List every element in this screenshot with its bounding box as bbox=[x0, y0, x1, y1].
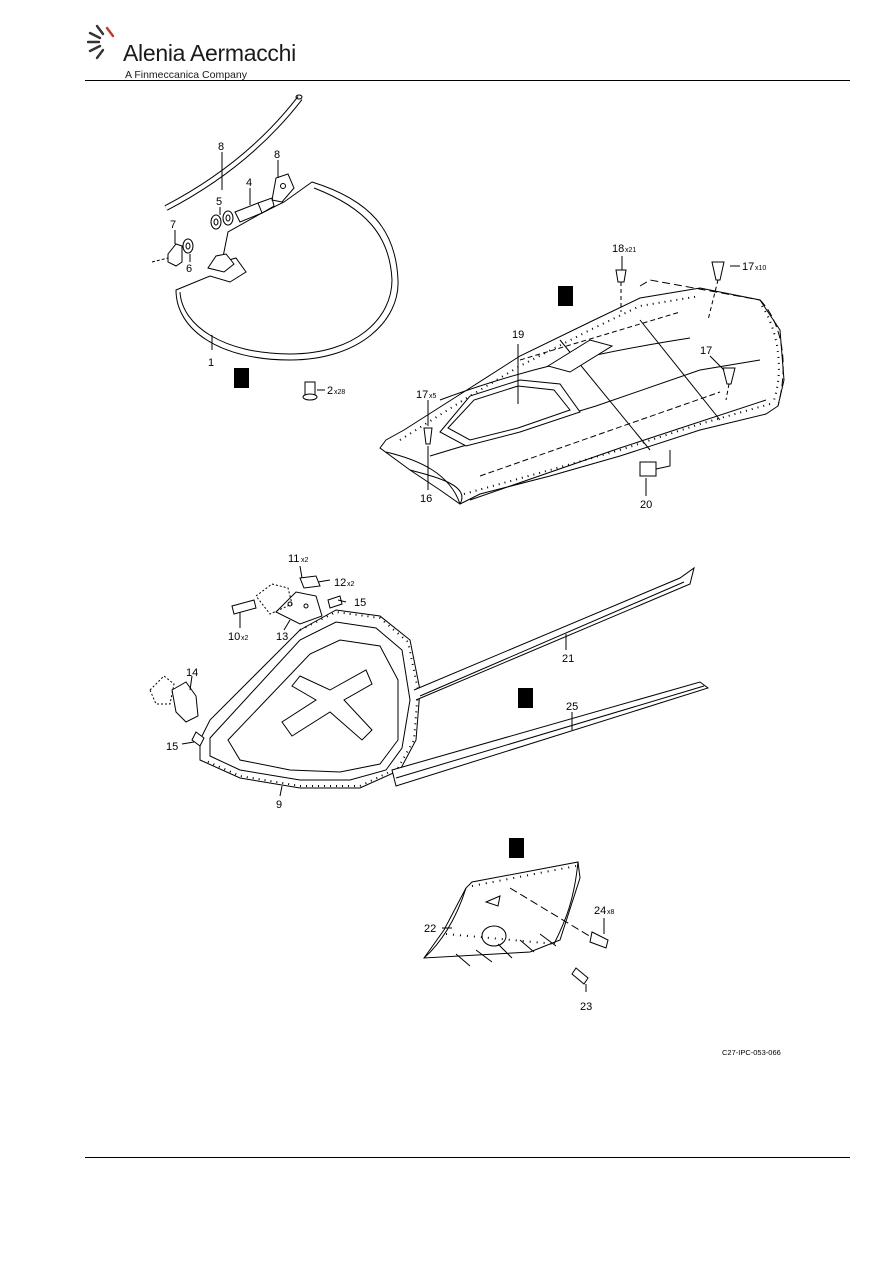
view-c-assembly bbox=[379, 256, 785, 505]
view-c-detail-assembly bbox=[422, 861, 609, 992]
callout-17: 17 bbox=[416, 389, 428, 401]
callout-17-qty: x10 bbox=[755, 265, 766, 272]
svg-text:A: A bbox=[236, 371, 246, 387]
callout-4: 4 bbox=[246, 177, 252, 189]
header-divider bbox=[85, 80, 850, 81]
view-a-assembly bbox=[151, 94, 399, 401]
callout-17: 17 bbox=[742, 261, 754, 273]
svg-text:C: C bbox=[511, 841, 521, 857]
callout-21: 21 bbox=[562, 653, 574, 665]
footer-divider bbox=[85, 1157, 850, 1158]
callout-5: 5 bbox=[216, 196, 222, 208]
callout-24: 24 bbox=[594, 905, 606, 917]
company-logo-icon bbox=[87, 24, 115, 60]
page-header: Alenia Aermacchi A Finmeccanica Company bbox=[85, 18, 850, 82]
callout-2: 2 bbox=[327, 385, 333, 397]
callout-11: 11 bbox=[288, 553, 299, 565]
svg-text:C: C bbox=[560, 289, 570, 305]
callout-18-qty: x21 bbox=[625, 247, 636, 254]
view-flag-c-detail: C bbox=[509, 838, 524, 858]
callout-1: 1 bbox=[208, 357, 214, 369]
callout-20: 20 bbox=[640, 499, 652, 511]
brand-name: Alenia Aermacchi bbox=[123, 40, 296, 66]
callout-19: 19 bbox=[512, 329, 524, 341]
callout-23: 23 bbox=[580, 1001, 592, 1013]
view-flag-b: B bbox=[518, 688, 533, 708]
callout-17: 17 bbox=[700, 345, 712, 357]
callout-11-qty: x2 bbox=[301, 557, 309, 564]
callout-16: 16 bbox=[420, 493, 432, 505]
callout-15: 15 bbox=[354, 597, 366, 609]
callout-7: 7 bbox=[170, 219, 176, 231]
callout-8: 8 bbox=[218, 141, 224, 153]
callout-12: 12 bbox=[334, 577, 346, 589]
callout-8: 8 bbox=[274, 149, 280, 161]
callout-10-qty: x2 bbox=[241, 635, 249, 642]
view-b-assembly bbox=[149, 565, 710, 797]
callout-17-qty: x5 bbox=[429, 393, 437, 400]
callout-13: 13 bbox=[276, 631, 288, 643]
view-flag-c-top: C bbox=[558, 286, 573, 306]
callout-14: 14 bbox=[186, 667, 198, 679]
callout-24-qty: x8 bbox=[607, 909, 615, 916]
callout-10: 10 bbox=[228, 631, 240, 643]
callout-18: 18 bbox=[612, 243, 624, 255]
view-flag-a: A bbox=[234, 368, 249, 388]
callout-25: 25 bbox=[566, 701, 578, 713]
callout-12-qty: x2 bbox=[347, 581, 355, 588]
callout-2-qty: x28 bbox=[334, 389, 345, 396]
callout-22: 22 bbox=[424, 923, 436, 935]
figure-reference: C27-IPC-053-066 bbox=[722, 1048, 781, 1057]
callout-6: 6 bbox=[186, 263, 192, 275]
svg-text:B: B bbox=[520, 691, 530, 707]
callout-9: 9 bbox=[276, 799, 282, 811]
brand-subtitle: A Finmeccanica Company bbox=[125, 69, 247, 81]
callout-15: 15 bbox=[166, 741, 178, 753]
